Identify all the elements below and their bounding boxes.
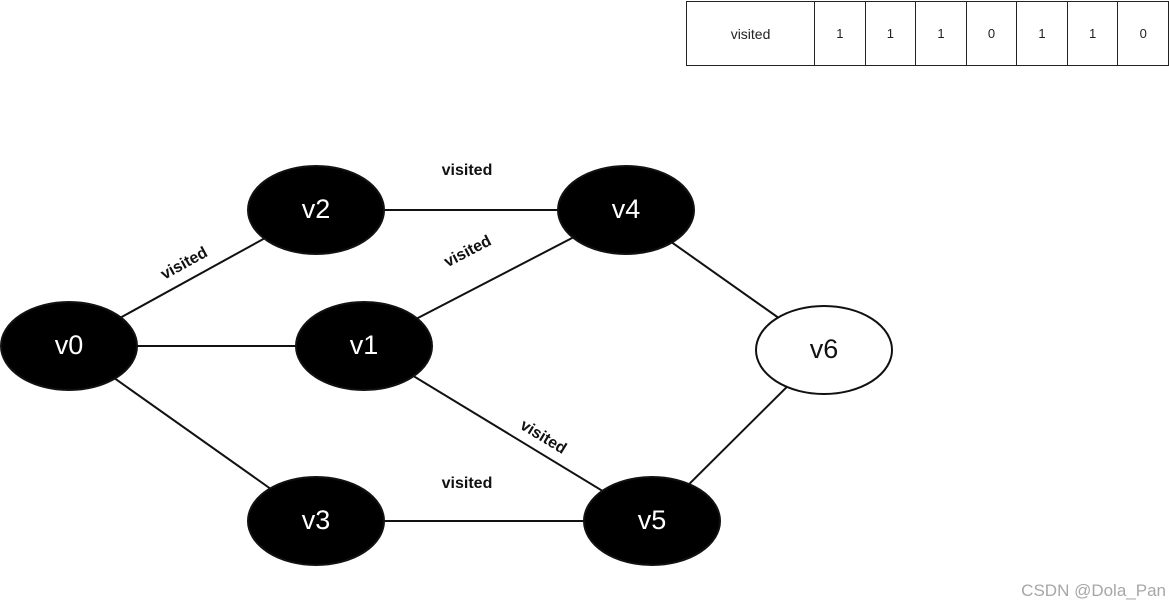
node-label-v1: v1 — [350, 330, 379, 360]
node-v3: v3 — [247, 476, 385, 566]
node-shape-v1 — [295, 301, 433, 391]
visited-array-row: visited 1 1 1 0 1 1 0 — [685, 1, 1169, 66]
node-label-v0: v0 — [55, 330, 84, 360]
visited-header-cell: visited — [685, 1, 816, 66]
node-v2: v2 — [247, 165, 385, 255]
visited-value-cell-6: 0 — [1117, 1, 1169, 66]
edge-label-v1-v4: visited — [441, 233, 494, 271]
visited-value-cell-2: 1 — [915, 1, 967, 66]
watermark-text: CSDN @Dola_Pan — [1021, 581, 1166, 600]
edge-label-v0-v2: visited — [158, 244, 211, 283]
nodes-layer: v0 v1 v2 v3 v4 v5 v6 — [0, 165, 893, 566]
node-shape-v0 — [0, 301, 138, 391]
node-shape-v2 — [247, 165, 385, 255]
node-v0: v0 — [0, 301, 138, 391]
node-v4: v4 — [557, 165, 695, 255]
edge-label-v1-v5: visited — [517, 417, 569, 458]
visited-value-cell-0: 1 — [814, 1, 866, 66]
visited-array-table: visited 1 1 1 0 1 1 0 — [685, 1, 1169, 66]
visited-value-cell-5: 1 — [1066, 1, 1119, 66]
node-label-v6: v6 — [810, 334, 839, 364]
node-shape-v5 — [583, 476, 721, 566]
visited-value-cell-4: 1 — [1016, 1, 1068, 66]
node-label-v5: v5 — [638, 505, 667, 535]
node-label-v4: v4 — [612, 194, 641, 224]
node-v6: v6 — [755, 305, 893, 395]
node-label-v3: v3 — [302, 505, 331, 535]
node-v1: v1 — [295, 301, 433, 391]
node-label-v2: v2 — [302, 194, 331, 224]
visited-value-cell-3: 0 — [965, 1, 1018, 66]
edge-label-v3-v5: visited — [442, 475, 493, 492]
node-shape-v3 — [247, 476, 385, 566]
node-v5: v5 — [583, 476, 721, 566]
node-shape-v4 — [557, 165, 695, 255]
node-shape-v6 — [755, 305, 893, 395]
edge-label-v2-v4: visited — [442, 162, 493, 179]
